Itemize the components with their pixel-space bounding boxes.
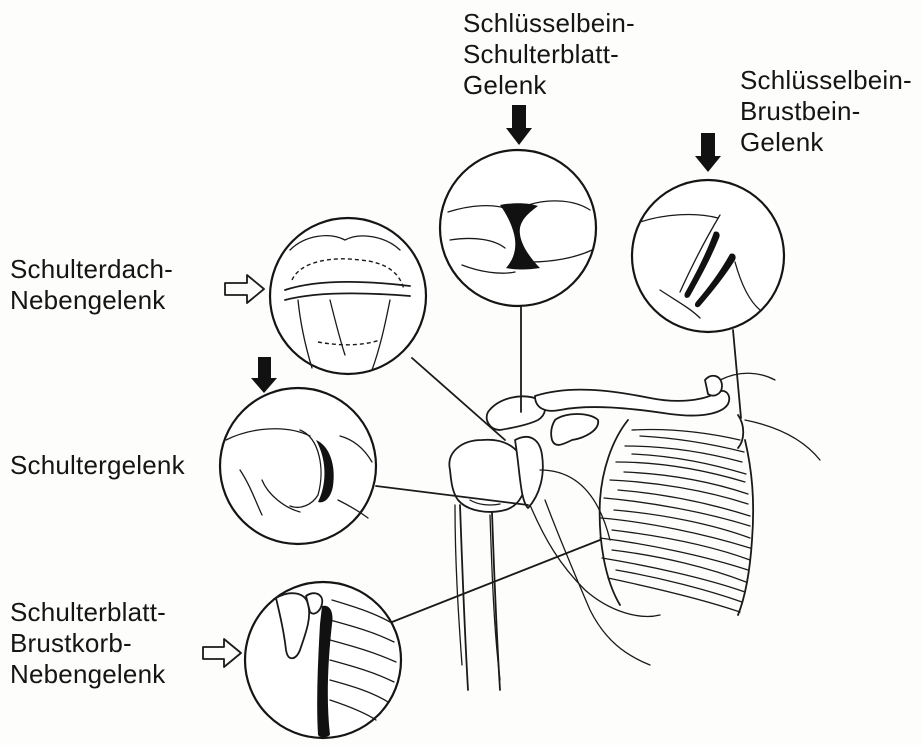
leader-line-subacromial	[412, 358, 505, 440]
rib	[612, 550, 746, 582]
inset-subacromial-joint	[270, 218, 426, 374]
sternum-edge	[738, 415, 743, 448]
right-arrow-icon	[203, 639, 241, 667]
rib	[624, 472, 748, 494]
inset-circle	[220, 388, 376, 544]
skeleton-shoulder-drawing	[449, 373, 820, 690]
rib	[640, 436, 744, 452]
sternal-end-clavicle	[705, 376, 722, 396]
rib	[632, 429, 740, 440]
inset-glenohumeral-joint	[220, 388, 376, 544]
clavicle	[535, 390, 729, 416]
rib	[604, 498, 750, 526]
rib	[614, 510, 750, 538]
coracoid-process	[551, 414, 598, 445]
down-arrow-icon	[695, 133, 721, 172]
right-arrow-icon	[225, 275, 264, 303]
rib	[612, 530, 750, 560]
torso-outline	[545, 500, 650, 665]
down-arrow-icon	[251, 357, 277, 393]
neck-outline	[745, 420, 820, 460]
inset-acromioclavicular-joint	[440, 150, 596, 306]
rib	[616, 570, 742, 602]
humeral-head	[449, 440, 525, 512]
inset-sternoclavicular-joint	[632, 180, 784, 332]
ribcage	[600, 420, 753, 615]
leader-lines	[376, 290, 741, 622]
sternum-line	[738, 440, 753, 615]
ribcage-outline	[600, 420, 628, 605]
inset-scapulothoracic-joint	[245, 582, 401, 738]
rib	[600, 538, 748, 570]
rib	[601, 518, 750, 548]
neck-outline	[720, 373, 775, 380]
down-arrow-icon	[506, 105, 532, 145]
